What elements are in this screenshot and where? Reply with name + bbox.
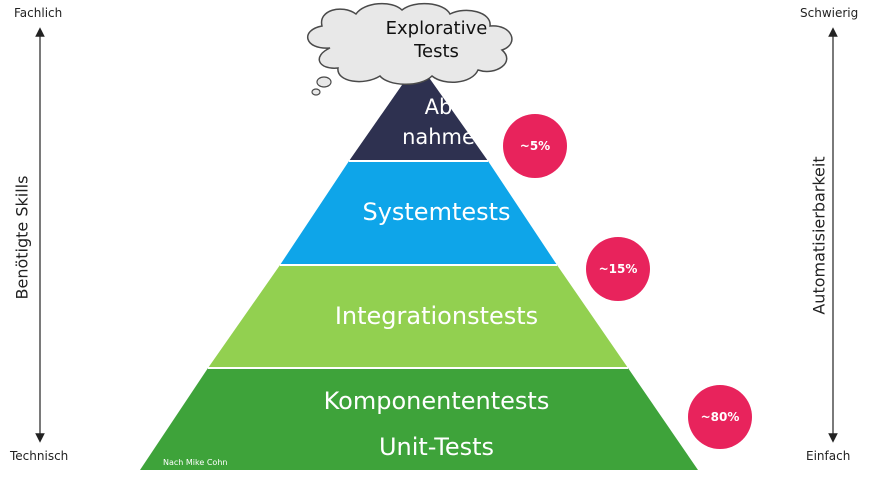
acceptance-label: Ab nahme bbox=[2, 92, 873, 152]
component-label: Komponententests Unit-Tests bbox=[0, 378, 873, 470]
component-percentage-badge: ~80% bbox=[688, 385, 752, 449]
acceptance-label-line2: nahme bbox=[402, 125, 475, 149]
acceptance-label-line1: Ab bbox=[424, 95, 453, 119]
integration-layer bbox=[208, 265, 628, 368]
component-label-line2: Unit-Tests bbox=[378, 433, 495, 461]
acceptance-percentage-badge: ~5% bbox=[503, 114, 567, 178]
cloud-puffs bbox=[311, 76, 332, 96]
left-axis-title: Benötigte Skills bbox=[12, 175, 32, 300]
system-layer bbox=[280, 161, 557, 265]
integration-label: Integrationstests bbox=[334, 302, 539, 330]
component-layer bbox=[140, 368, 698, 470]
cloud-label-line2: Tests bbox=[414, 41, 459, 62]
cloud-label: Explorative Tests bbox=[0, 17, 873, 63]
credit-text: Nach Mike Cohn bbox=[163, 458, 228, 467]
right-axis-title: Automatisierbarkeit bbox=[809, 156, 829, 315]
right-bottom-label: Einfach bbox=[806, 449, 851, 463]
system-label: Systemtests bbox=[362, 198, 511, 226]
integration-percentage-badge: ~15% bbox=[586, 237, 650, 301]
left-top-label: Fachlich bbox=[14, 6, 63, 20]
cloud-shape bbox=[306, 2, 513, 85]
right-top-label: Schwierig bbox=[800, 6, 859, 20]
component-label-line1: Komponententests bbox=[323, 387, 550, 415]
left-bottom-label: Technisch bbox=[10, 449, 69, 463]
acceptance-layer bbox=[349, 62, 488, 161]
cloud-label-line1: Explorative bbox=[385, 18, 488, 39]
